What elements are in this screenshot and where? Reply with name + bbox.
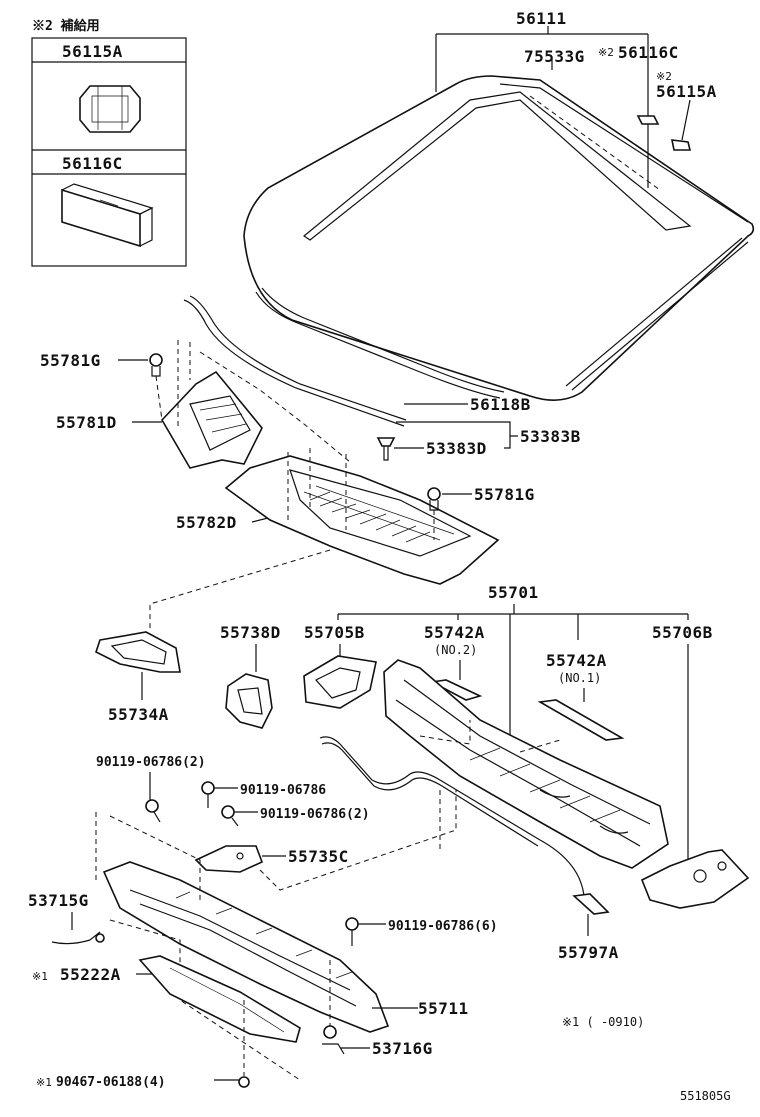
label-55782d: 55782D [176, 513, 237, 532]
bracket-55735c [194, 845, 264, 873]
label-55735c: 55735C [288, 847, 349, 866]
bolt-90119-06786-a [145, 799, 161, 823]
cowl-top-55782d [224, 455, 500, 585]
label-bolt-2: 90119-06786 [240, 783, 326, 798]
spacer-56116c-small [636, 115, 660, 125]
label-55797a: 55797A [558, 943, 619, 962]
label-bolt-1: 90119-06786(2) [96, 755, 206, 770]
label-s2-56115a: ※2 [656, 70, 672, 83]
cover-55222a [138, 955, 301, 1043]
bolt-90467-06188 [238, 1076, 250, 1088]
bolt-90119-06786-c [221, 805, 239, 827]
label-55734a: 55734A [108, 705, 169, 724]
bolt-90119-06786-d [345, 917, 359, 946]
label-56116c: 56116C [618, 43, 679, 62]
bracket-55781d [161, 370, 263, 469]
inset-frame [31, 37, 187, 267]
spacer-56116c-drawing [61, 183, 154, 248]
label-s2-56116c: ※2 [598, 46, 614, 59]
label-75533g: 75533G [524, 47, 585, 66]
label-55781d: 55781D [56, 413, 117, 432]
label-55781g-mid: 55781G [474, 485, 535, 504]
label-56118b: 56118B [470, 395, 531, 414]
clip-56115a-drawing [79, 85, 141, 133]
harness-53715g [51, 931, 105, 945]
label-bolt-3: 90119-06786(2) [260, 807, 370, 822]
label-53715g: 53715G [28, 891, 89, 910]
label-56111: 56111 [516, 9, 567, 28]
clip-53716g [322, 1025, 345, 1055]
inset-box: ※2 補給用 56115A 56116C [31, 18, 187, 267]
label-s1-bolt-5: ※1 [36, 1076, 52, 1089]
label-55742a-no2-sub: (NO.2) [434, 643, 477, 657]
label-bolt-5: 90467-06188(4) [56, 1075, 166, 1090]
label-53383d: 53383D [426, 439, 487, 458]
windshield-glass [243, 75, 755, 401]
cowl-panel-55701 [383, 659, 669, 869]
diagram-id: 551805G [680, 1089, 731, 1103]
label-55701: 55701 [488, 583, 539, 602]
bracket-55738d [225, 673, 273, 729]
inset-note: ※2 補給用 [32, 18, 100, 34]
clip-55797a [572, 893, 610, 915]
clip-56115a-small [670, 139, 692, 151]
label-55742a-no1-sub: (NO.1) [558, 671, 601, 685]
note-s1-range: ※1 ( -0910) [562, 1015, 644, 1029]
seal-55734a [95, 631, 181, 673]
label-55711: 55711 [418, 999, 469, 1018]
label-55738d: 55738D [220, 623, 281, 642]
inset-part-b-label: 56116C [62, 154, 123, 173]
label-53383b: 53383B [520, 427, 581, 446]
lower-molding [255, 291, 501, 399]
label-55742a-no1: 55742A [546, 651, 607, 670]
seal-55742a-no2 [429, 679, 483, 701]
clip-55781g-top [149, 353, 163, 377]
side-molding [565, 237, 743, 387]
clip-53383d [376, 437, 396, 461]
bolt-90119-06786-b [201, 781, 215, 808]
label-55222a: 55222A [60, 965, 121, 984]
weatherstrip-56118b [189, 295, 407, 421]
label-53716g: 53716G [372, 1039, 433, 1058]
label-55781g-top: 55781G [40, 351, 101, 370]
label-bolt-4: 90119-06786(6) [388, 919, 498, 934]
label-s1-55222a: ※1 [32, 970, 48, 983]
label-56115a: 56115A [656, 82, 717, 101]
label-55742a-no2: 55742A [424, 623, 485, 642]
label-55706b: 55706B [652, 623, 713, 642]
cable-55797a [319, 736, 601, 905]
bracket-55705b [303, 655, 377, 709]
inset-part-a-label: 56115A [62, 42, 123, 61]
bracket-55706b [640, 849, 750, 909]
seal-55742a-no1 [537, 699, 625, 741]
label-55705b: 55705B [304, 623, 365, 642]
